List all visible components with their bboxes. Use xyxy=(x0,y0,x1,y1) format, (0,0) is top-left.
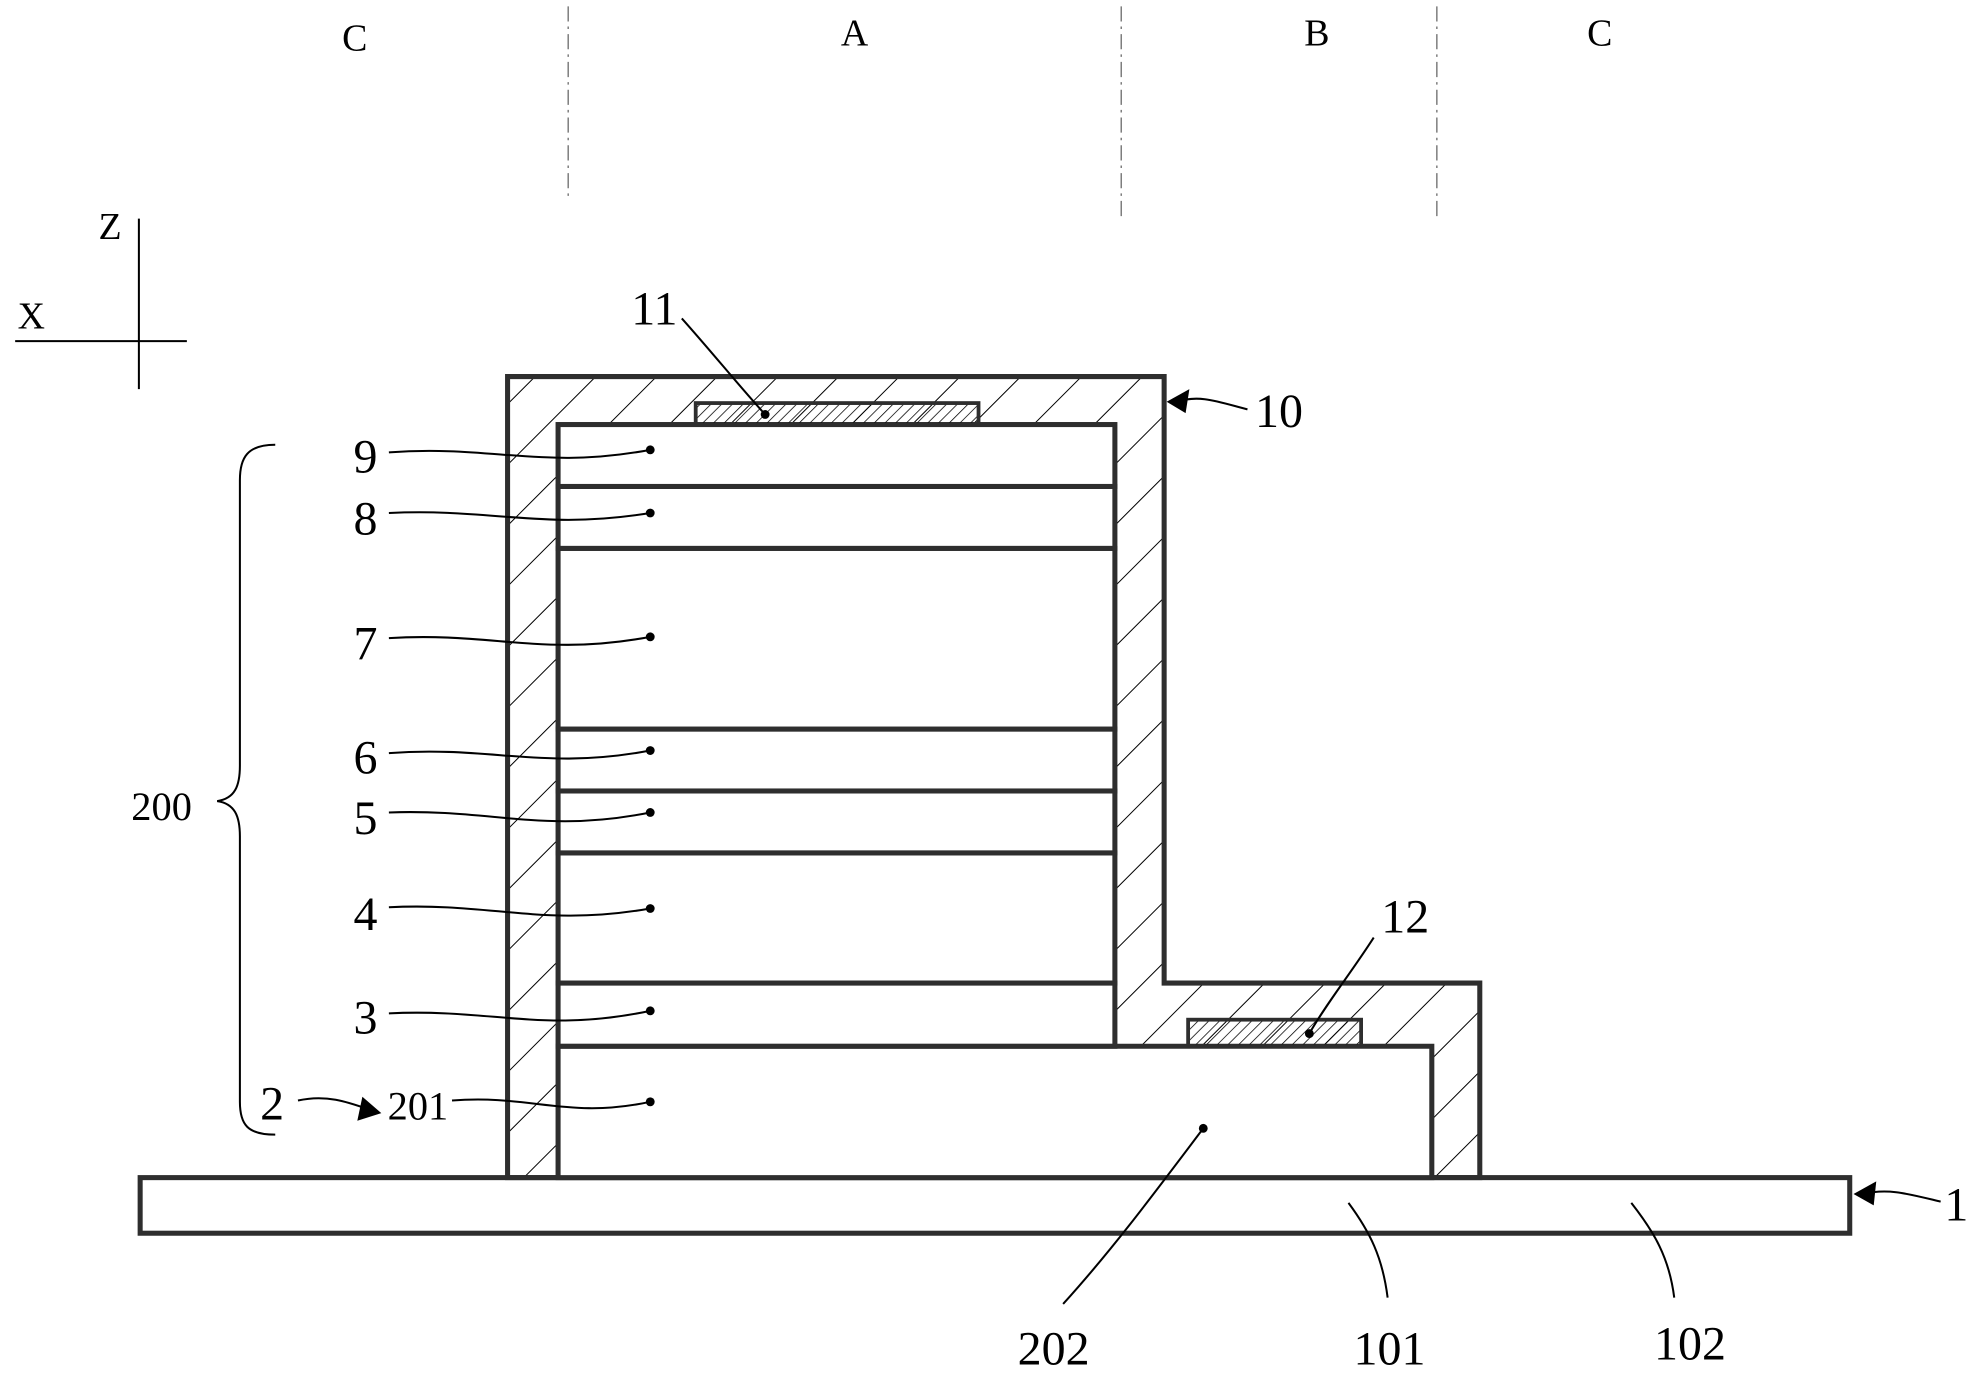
layer-8 xyxy=(555,483,1118,551)
label-202: 202 xyxy=(1018,1323,1090,1376)
region-label-b: B xyxy=(1304,12,1329,54)
layer-stack-200 xyxy=(555,422,1118,1049)
electrode-12 xyxy=(1186,1017,1363,1049)
label-12: 12 xyxy=(1381,890,1429,943)
label-9: 9 xyxy=(354,431,378,484)
label-102: 102 xyxy=(1654,1318,1726,1371)
electrode-11 xyxy=(693,401,981,427)
layer-3 xyxy=(555,980,1118,1049)
label-201: 201 xyxy=(388,1083,449,1128)
axis-label-z: Z xyxy=(98,206,121,248)
label-4: 4 xyxy=(354,888,378,941)
region-label-c-left: C xyxy=(342,18,367,60)
pointer-arrows xyxy=(297,389,1941,1206)
label-101: 101 xyxy=(1354,1323,1426,1376)
layer-5 xyxy=(555,788,1118,856)
label-1: 1 xyxy=(1944,1179,1968,1232)
region-label-a: A xyxy=(841,12,869,54)
coordinate-axes: Z X xyxy=(15,206,187,390)
layer-6 xyxy=(555,726,1118,794)
label-6: 6 xyxy=(354,731,378,784)
first-semiconductor-layer-201-202 xyxy=(555,1043,1435,1181)
label-5: 5 xyxy=(354,792,378,845)
layer-9 xyxy=(555,422,1118,489)
label-200: 200 xyxy=(131,784,192,829)
label-8: 8 xyxy=(354,492,378,545)
label-7: 7 xyxy=(354,618,378,671)
layer-4 xyxy=(555,850,1118,986)
region-label-c-right: C xyxy=(1587,12,1612,54)
label-3: 3 xyxy=(354,992,378,1045)
substrate-1 xyxy=(137,1175,1853,1236)
label-2: 2 xyxy=(260,1077,284,1130)
label-10: 10 xyxy=(1255,385,1303,438)
axis-label-x: X xyxy=(18,296,45,338)
leader-lines xyxy=(388,317,1676,1305)
label-11: 11 xyxy=(631,283,677,336)
stack-brace-200 xyxy=(216,443,276,1136)
